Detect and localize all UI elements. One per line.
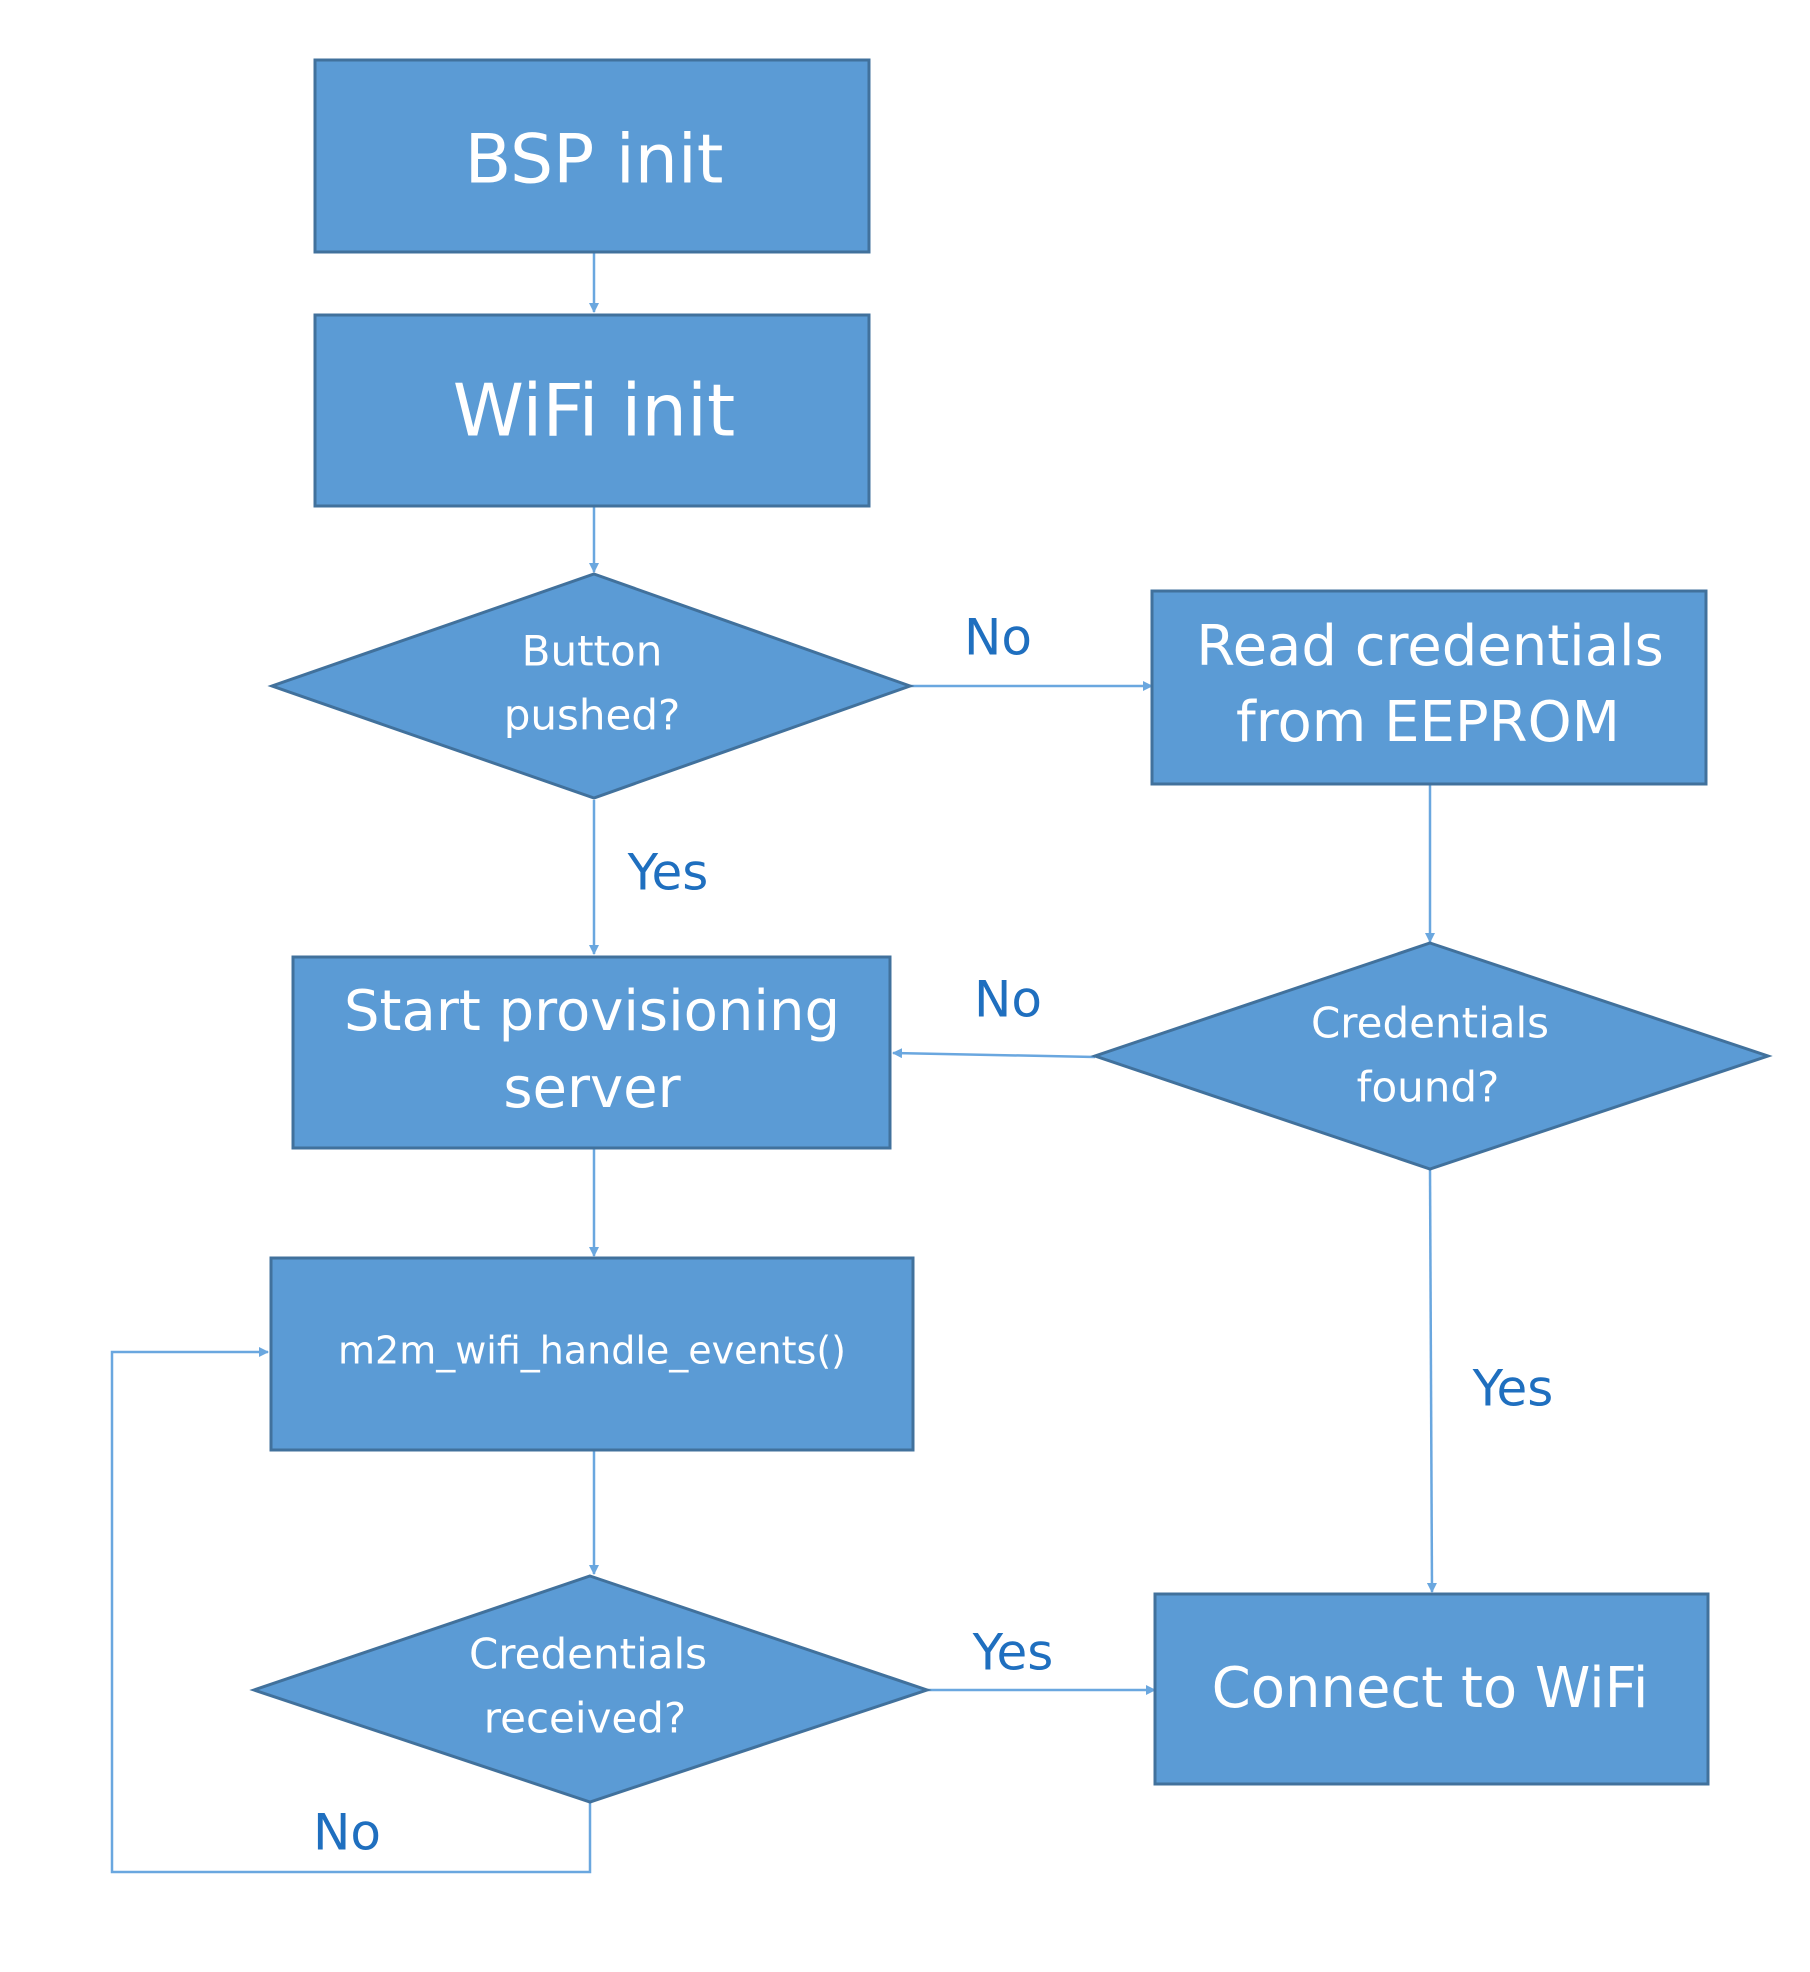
- edge-label-received-no: No: [313, 1804, 381, 1862]
- handle-events-label: m2m_wifi_handle_events(): [338, 1329, 846, 1373]
- connector-received-no-loop: [110, 1347, 592, 1874]
- connect-wifi-box: [1153, 1592, 1710, 1786]
- connector-found-yes-to-connect: [1426, 1168, 1437, 1593]
- wifi-init-box: [313, 313, 871, 508]
- edge-label-button-yes: Yes: [627, 844, 709, 902]
- credentials-received-label-line2: received?: [484, 1694, 686, 1743]
- button-pushed-label-line1: Button: [522, 627, 663, 676]
- button-pushed-label-line2: pushed?: [504, 691, 681, 740]
- read-credentials-label-line1: Read credentials: [1196, 614, 1664, 679]
- read-credentials-box: [1150, 589, 1708, 786]
- credentials-received-label-line1: Credentials: [469, 1630, 707, 1679]
- edge-label-found-no: No: [974, 971, 1042, 1029]
- button-pushed-diamond: [267, 572, 915, 800]
- edge-label-button-no: No: [964, 609, 1032, 667]
- start-provisioning-label-line2: server: [503, 1056, 681, 1121]
- credentials-found-label-line2: found?: [1357, 1063, 1500, 1112]
- start-provisioning-label-line1: Start provisioning: [344, 979, 840, 1044]
- handle-events-box: [269, 1256, 915, 1452]
- bsp-init-box: [313, 58, 871, 254]
- edge-label-found-yes: Yes: [1472, 1360, 1554, 1418]
- wifi-init-label: WiFi init: [453, 369, 736, 453]
- connect-wifi-label: Connect to WiFi: [1212, 1656, 1649, 1721]
- bsp-init-label: BSP init: [465, 121, 724, 200]
- credentials-received-diamond: [249, 1574, 932, 1804]
- credentials-found-diamond: [1090, 941, 1773, 1171]
- read-credentials-label-line2: from EEPROM: [1236, 690, 1620, 755]
- start-provisioning-box: [291, 955, 892, 1150]
- connector-found-no-to-provisioning: [892, 1048, 1096, 1059]
- credentials-found-label-line1: Credentials: [1311, 999, 1549, 1048]
- edge-label-received-yes: Yes: [972, 1624, 1054, 1682]
